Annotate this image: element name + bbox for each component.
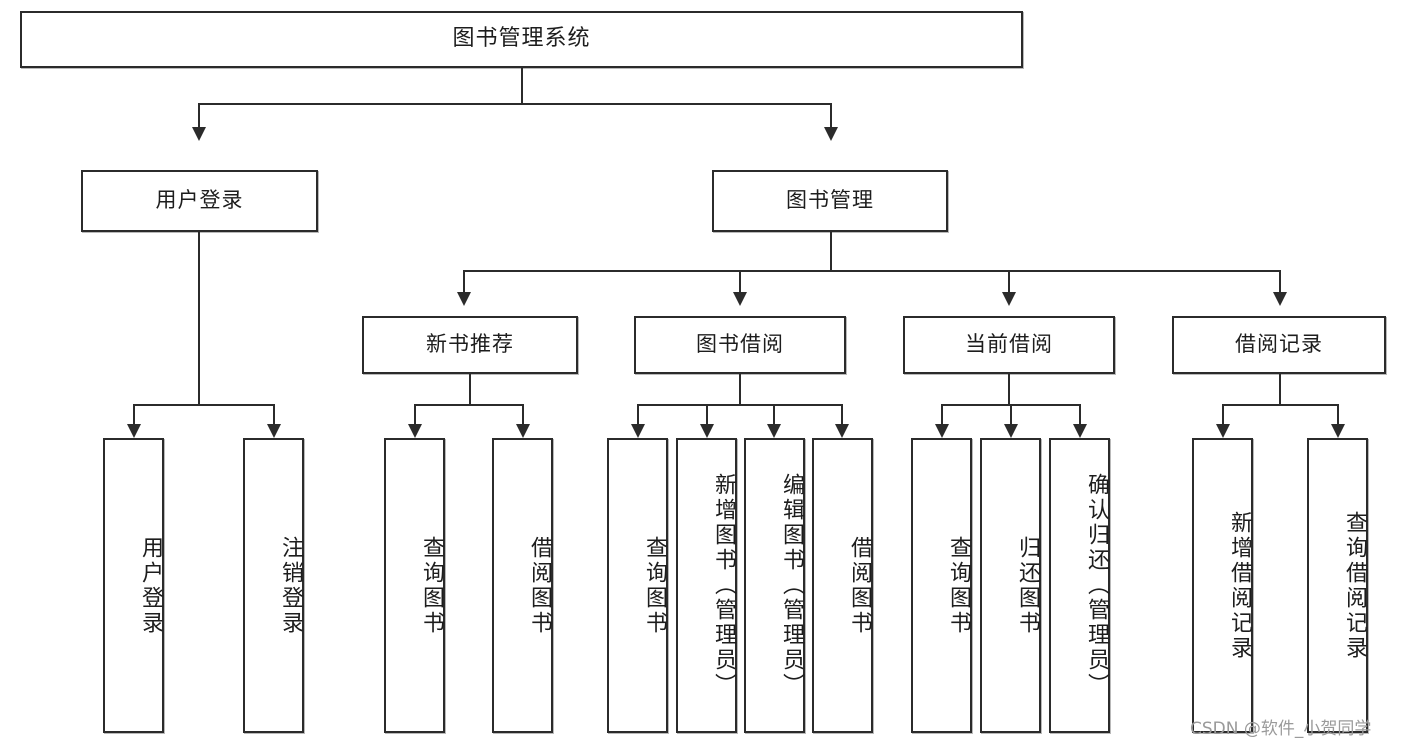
leaf-logout[interactable]: 注销登录 (243, 438, 304, 733)
leaf-user-login[interactable]: 用户登录 (103, 438, 164, 733)
node-label: 注销登录 (278, 535, 303, 636)
edge-drop-bb-query (637, 404, 639, 426)
arrow-br-query (1331, 424, 1345, 438)
leaf-cb-return-book[interactable]: 归还图书 (980, 438, 1041, 733)
edge-drop-cb-query (941, 404, 943, 426)
edge-drop-borrow-records (1279, 270, 1281, 294)
arrow-bb-add (700, 424, 714, 438)
arrow-bb-query (631, 424, 645, 438)
leaf-cb-query-book[interactable]: 查询图书 (911, 438, 972, 733)
leaf-bb-borrow-book[interactable]: 借阅图书 (812, 438, 873, 733)
node-label: 查询借阅记录 (1342, 510, 1367, 661)
arrow-new-books (457, 292, 471, 306)
edge-drop-user-login (198, 103, 200, 129)
edge-user-login-bus (133, 404, 275, 406)
edge-new-books-stem (469, 374, 471, 406)
arrow-current-borrow (1002, 292, 1016, 306)
leaf-bb-edit-book[interactable]: 编辑图书（管理员） (744, 438, 805, 733)
node-label: 借阅图书 (527, 535, 552, 636)
edge-new-books-bus (414, 404, 524, 406)
arrow-leaf-user-login (127, 424, 141, 438)
arrow-nb-query (408, 424, 422, 438)
node-label: 借阅图书 (847, 535, 872, 636)
edge-borrow-records-stem (1279, 374, 1281, 406)
node-label: 当前借阅 (965, 332, 1053, 357)
edge-book-borrow-stem (739, 374, 741, 406)
node-label: 图书管理系统 (452, 26, 591, 52)
node-label: 图书管理 (786, 188, 874, 213)
arrow-book-borrow (733, 292, 747, 306)
node-label: 图书借阅 (696, 332, 784, 357)
arrow-cb-return (1004, 424, 1018, 438)
arrow-cb-confirm (1073, 424, 1087, 438)
edge-drop-bb-edit (773, 404, 775, 426)
arrow-bb-edit (767, 424, 781, 438)
node-label: 归还图书 (1015, 535, 1040, 636)
leaf-cb-confirm-return[interactable]: 确认归还（管理员） (1049, 438, 1110, 733)
node-root-system[interactable]: 图书管理系统 (20, 11, 1023, 68)
node-label: 新增借阅记录 (1227, 510, 1252, 661)
node-label: 查询图书 (419, 535, 444, 636)
node-label: 借阅记录 (1235, 332, 1323, 357)
leaf-nb-query-book[interactable]: 查询图书 (384, 438, 445, 733)
edge-drop-leaf-logout (273, 404, 275, 426)
leaf-br-query-record[interactable]: 查询借阅记录 (1307, 438, 1368, 733)
node-label: 用户登录 (138, 535, 163, 636)
node-current-borrow[interactable]: 当前借阅 (903, 316, 1115, 374)
edge-book-borrow-bus (637, 404, 843, 406)
arrow-book-mgmt (824, 127, 838, 141)
arrow-leaf-logout (267, 424, 281, 438)
arrow-nb-borrow (516, 424, 530, 438)
edge-level2-bus (463, 270, 1281, 272)
node-book-management[interactable]: 图书管理 (712, 170, 948, 232)
edge-current-borrow-stem (1008, 374, 1010, 406)
edge-drop-br-add (1222, 404, 1224, 426)
leaf-bb-query-book[interactable]: 查询图书 (607, 438, 668, 733)
arrow-cb-query (935, 424, 949, 438)
edge-drop-nb-borrow (522, 404, 524, 426)
leaf-nb-borrow-book[interactable]: 借阅图书 (492, 438, 553, 733)
node-label: 新增图书（管理员） (711, 473, 736, 698)
edge-level1-bus (198, 103, 832, 105)
leaf-br-add-record[interactable]: 新增借阅记录 (1192, 438, 1253, 733)
arrow-user-login (192, 127, 206, 141)
node-user-login[interactable]: 用户登录 (81, 170, 318, 232)
node-book-borrow[interactable]: 图书借阅 (634, 316, 846, 374)
edge-drop-current-borrow (1008, 270, 1010, 294)
edge-drop-book-borrow (739, 270, 741, 294)
edge-borrow-records-bus (1222, 404, 1339, 406)
edge-drop-book-mgmt (830, 103, 832, 129)
arrow-br-add (1216, 424, 1230, 438)
node-label: 新书推荐 (426, 332, 514, 357)
leaf-bb-add-book[interactable]: 新增图书（管理员） (676, 438, 737, 733)
edge-drop-nb-query (414, 404, 416, 426)
edge-drop-cb-return (1010, 404, 1012, 426)
csdn-watermark: CSDN @软件_小贺同学 (1190, 719, 1372, 739)
edge-user-login-stem (198, 232, 200, 406)
node-new-book-recommend[interactable]: 新书推荐 (362, 316, 578, 374)
arrow-borrow-records (1273, 292, 1287, 306)
edge-root-stem (521, 68, 523, 104)
node-label: 编辑图书（管理员） (779, 473, 804, 698)
edge-drop-bb-add (706, 404, 708, 426)
node-label: 用户登录 (155, 188, 244, 213)
edge-drop-br-query (1337, 404, 1339, 426)
edge-drop-new-books (463, 270, 465, 294)
edge-drop-cb-confirm (1079, 404, 1081, 426)
node-label: 查询图书 (642, 535, 667, 636)
edge-drop-bb-borrow (841, 404, 843, 426)
node-label: 确认归还（管理员） (1084, 473, 1109, 698)
edge-drop-leaf-user-login (133, 404, 135, 426)
node-label: 查询图书 (946, 535, 971, 636)
arrow-bb-borrow (835, 424, 849, 438)
edge-book-mgmt-stem (830, 232, 832, 272)
node-borrow-records[interactable]: 借阅记录 (1172, 316, 1386, 374)
